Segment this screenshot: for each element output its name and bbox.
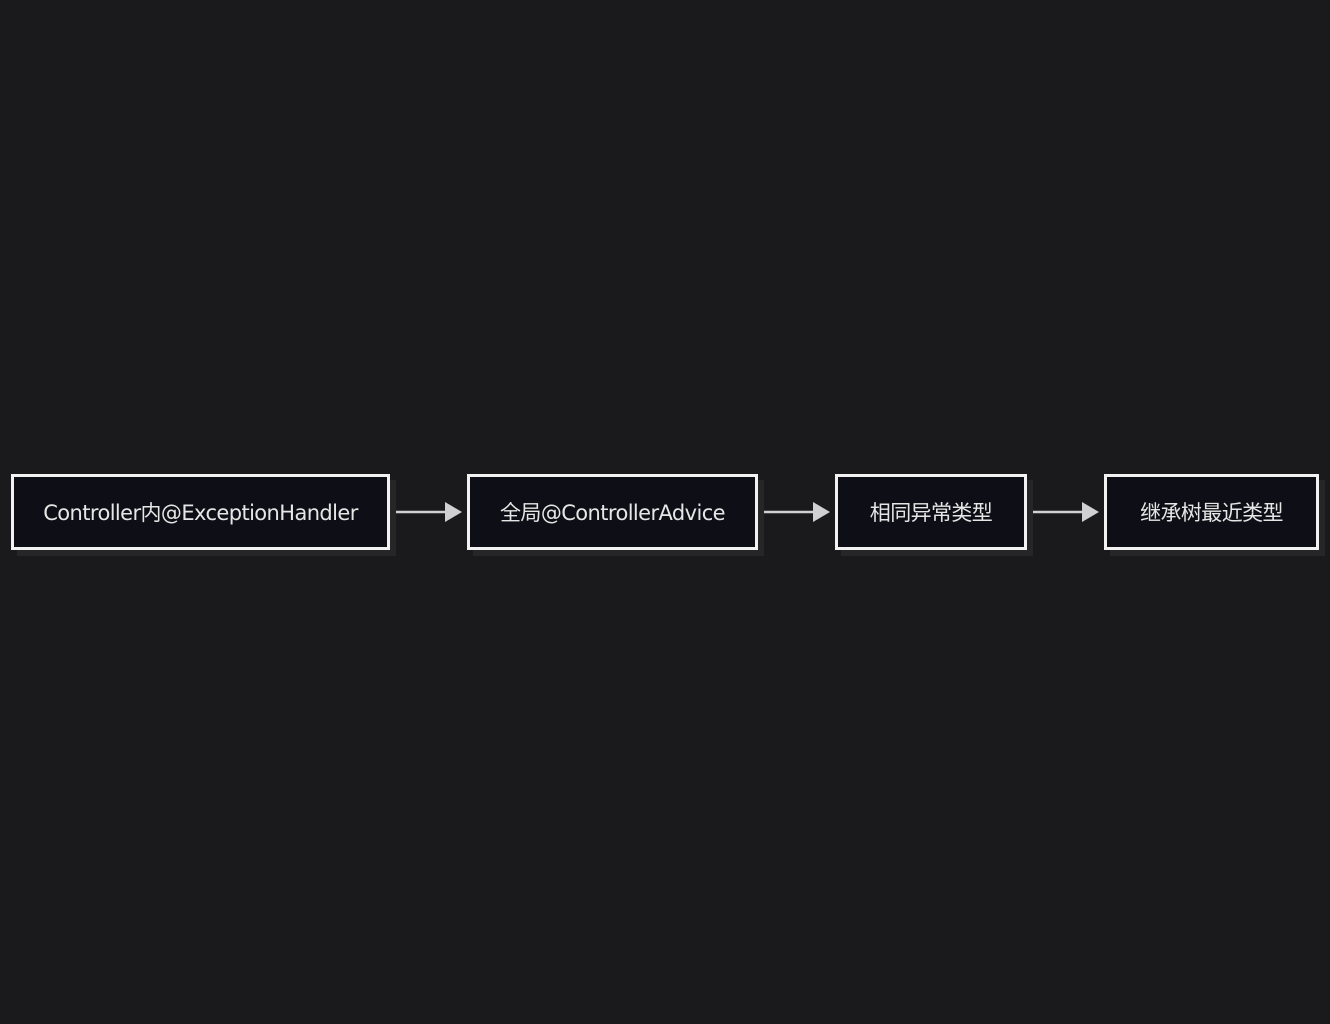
arrowhead-icon	[813, 502, 830, 522]
node-global-controller-advice: 全局@ControllerAdvice	[467, 474, 758, 550]
node-label: 相同异常类型	[869, 501, 993, 525]
node-nearest-inherited-type: 继承树最近类型	[1104, 474, 1319, 550]
node-label: 全局@ControllerAdvice	[500, 501, 726, 525]
node-controller-exception-handler: Controller内@ExceptionHandler	[11, 474, 390, 550]
edge-n3-n4	[1027, 502, 1099, 522]
node-label: Controller内@ExceptionHandler	[43, 501, 358, 525]
edge-n2-n3	[758, 502, 830, 522]
edge-n1-n2	[390, 502, 462, 522]
arrowhead-icon	[1082, 502, 1099, 522]
node-label: 继承树最近类型	[1140, 501, 1283, 525]
arrowhead-icon	[445, 502, 462, 522]
node-same-exception-type: 相同异常类型	[835, 474, 1027, 550]
